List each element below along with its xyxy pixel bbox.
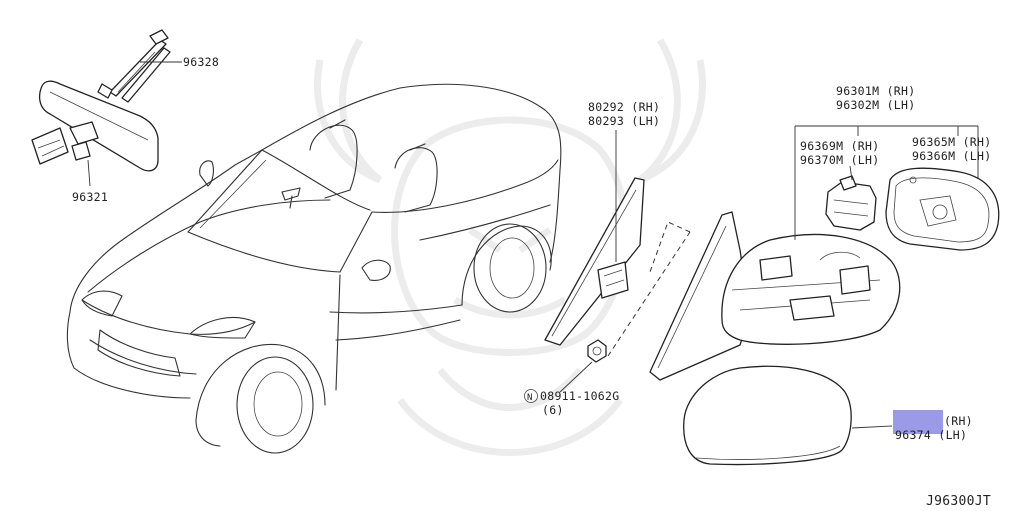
watermark-emblem: [314, 38, 706, 456]
part-96373-mirror-cover: [683, 365, 893, 466]
part-96321-inside-mirror: [31, 80, 159, 187]
label-96369m: 96369M (RH): [800, 139, 879, 153]
label-96373-suffix: (RH): [944, 414, 973, 428]
label-96366m: 96366M (LH): [912, 149, 991, 163]
car-outline: [66, 83, 562, 454]
label-96301m: 96301M (RH): [836, 84, 915, 98]
label-96302m: 96302M (LH): [836, 98, 915, 112]
label-96365m: 96365M (RH): [912, 135, 991, 149]
label-96321: 96321: [72, 190, 108, 204]
label-80293: 80293 (LH): [588, 114, 660, 128]
part-96328-harness: [97, 29, 182, 103]
label-96374: 96374 (LH): [895, 428, 967, 442]
nut-symbol: N: [527, 393, 533, 403]
label-80292: 80292 (RH): [588, 100, 660, 114]
nut-symbol-circle: [524, 389, 538, 403]
part-96301m-door-mirror: [649, 125, 979, 381]
part-80292-corner-finisher: [544, 130, 645, 346]
label-08911-qty: (6): [542, 403, 564, 417]
label-08911: 08911-1062G: [540, 389, 619, 403]
label-96328: 96328: [183, 55, 219, 69]
part-96369m-actuator: [825, 165, 877, 231]
label-96370m: 96370M (LH): [800, 153, 879, 167]
highlight-box: [893, 410, 943, 434]
part-08911-nut: [559, 221, 691, 393]
part-96365m-mirror-glass: [885, 167, 1000, 251]
diagram-code: J96300JT: [926, 494, 991, 509]
